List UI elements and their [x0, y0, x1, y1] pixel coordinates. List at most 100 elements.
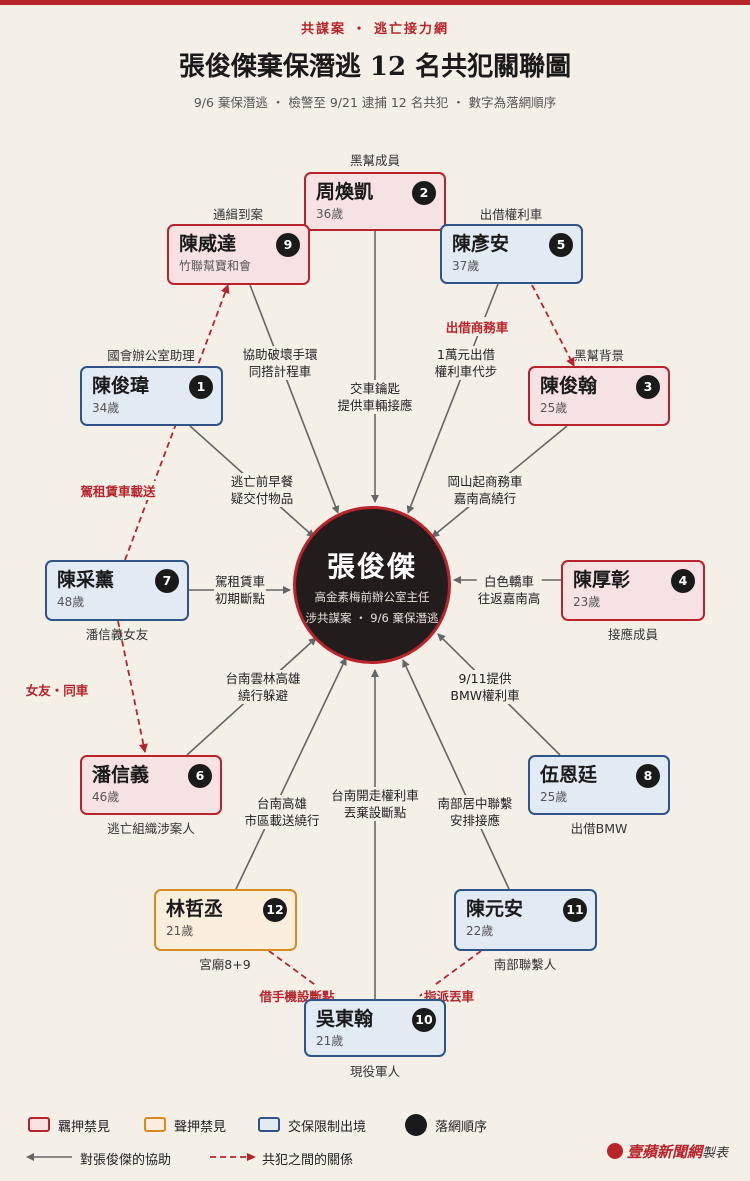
edge-label-1: 逃亡前早餐疑交付物品 [229, 473, 295, 507]
node-sub: 21歲 [316, 1034, 344, 1048]
edge-label-4: 白色轎車往返嘉南高 [476, 573, 542, 607]
node-zhou-huankai[interactable]: 周煥凱 36歲 2 [304, 172, 446, 231]
edge-label-11: 南部居中聯繫安排接應 [436, 795, 514, 829]
order-badge: 7 [155, 569, 179, 593]
order-badge: 12 [263, 898, 287, 922]
node-name: 陳采薰 [57, 569, 115, 591]
edge-label-2: 交車鑰匙提供車輛接應 [336, 380, 414, 414]
node-name: 潘信義 [92, 764, 150, 786]
node-name: 陳威達 [179, 233, 237, 255]
role-label-7: 潘信義女友 [85, 627, 149, 642]
node-name: 陳元安 [466, 898, 524, 920]
top-accent-bar [0, 0, 750, 5]
node-name: 周煥凱 [316, 181, 374, 203]
brand-suffix: 製表 [701, 1146, 728, 1161]
node-chen-junwei[interactable]: 陳俊瑋 34歲 1 [80, 366, 223, 426]
legend-red: 羈押禁見 [58, 1120, 111, 1135]
node-sub: 48歲 [57, 595, 85, 609]
assist-line-9 [249, 284, 340, 514]
page-subtitle: 9/6 棄保潛逃 ・ 檢警至 9/21 逮捕 12 名共犯 ・ 數字為落網順序 [193, 95, 557, 110]
relation-line-12-10 [268, 950, 334, 999]
node-name: 陳俊瑋 [92, 375, 150, 397]
order-badge: 10 [412, 1008, 436, 1032]
brand-name: 壹蘋新聞網 [626, 1143, 702, 1161]
order-badge: 8 [636, 764, 660, 788]
node-sub: 竹聯幫寶和會 [179, 259, 252, 273]
center-desc-2: 涉共謀案 ・ 9/6 棄保潛逃 [305, 611, 439, 625]
legend-relation: 共犯之間的關係 [262, 1153, 354, 1168]
node-name: 吳東翰 [316, 1008, 374, 1030]
order-badge: 11 [563, 898, 587, 922]
node-chen-junhan[interactable]: 陳俊翰 25歲 3 [528, 366, 670, 426]
role-label-9: 通緝到案 [212, 207, 264, 222]
order-badge: 6 [188, 764, 212, 788]
legend-orange: 聲押禁見 [174, 1120, 227, 1135]
node-name: 林哲丞 [166, 898, 224, 920]
node-sub: 25歲 [540, 401, 568, 415]
edge-label-9: 協助破壞手環同搭計程車 [241, 346, 319, 380]
order-badge: 2 [412, 181, 436, 205]
edge-label-12: 台南高雄市區載送繞行 [243, 795, 321, 829]
relation-label-1: 駕租賃車載送 [78, 481, 158, 500]
node-sub: 22歲 [466, 924, 494, 938]
node-lin-zhecheng[interactable]: 林哲丞 21歲 12 [154, 889, 297, 951]
page-title: 張俊傑棄保潛逃 12 名共犯關聯圖 [178, 52, 572, 82]
legend-relation-arrow-icon [210, 1153, 256, 1161]
edge-label-10: 台南開走權利車丟棄設斷點 [330, 787, 420, 821]
node-name: 陳俊翰 [540, 375, 598, 397]
brand-logo: 壹蘋新聞網製表 [606, 1141, 728, 1162]
legend-assist: 對張俊傑的協助 [80, 1153, 172, 1168]
node-sub: 23歲 [573, 595, 601, 609]
node-wu-donghan[interactable]: 吳東翰 21歲 10 [304, 999, 446, 1057]
relation-line-5-3 [531, 284, 575, 367]
legend-swatch-orange [144, 1117, 166, 1132]
legend-swatch-blue [258, 1117, 280, 1132]
role-label-2: 黑幫成員 [349, 153, 401, 168]
legend-blue: 交保限制出境 [288, 1120, 367, 1135]
order-badge: 1 [189, 375, 213, 399]
role-label-10: 現役軍人 [349, 1064, 401, 1079]
role-label-4: 接應成員 [607, 627, 659, 642]
role-label-3: 黑幫背景 [573, 348, 625, 363]
apple-logo-icon [606, 1143, 623, 1159]
relation-label-0: 出借商務車 [443, 317, 511, 336]
role-label-8: 出借BMW [570, 821, 628, 836]
node-chen-caixun[interactable]: 陳采薰 48歲 7 [45, 560, 189, 621]
node-name: 陳彥安 [452, 233, 510, 255]
node-chen-yuanan[interactable]: 陳元安 22歲 11 [454, 889, 597, 951]
node-chen-houzhang[interactable]: 陳厚彰 23歲 4 [561, 560, 705, 621]
role-label-11: 南部聯繫人 [493, 957, 557, 972]
legend-assist-arrow-icon [26, 1153, 72, 1161]
relation-line-11-10 [416, 950, 482, 999]
relation-line-7-9 [124, 284, 230, 561]
node-wu-enting[interactable]: 伍恩廷 25歲 8 [528, 755, 670, 815]
legend-order-dot [405, 1114, 427, 1136]
node-sub: 21歲 [166, 924, 194, 938]
node-chen-yanan[interactable]: 陳彥安 37歲 5 [440, 224, 583, 284]
node-pan-xinyi[interactable]: 潘信義 46歲 6 [80, 755, 222, 815]
role-label-5: 出借權利車 [479, 207, 543, 222]
edge-label-7: 駕租賃車初期斷點 [213, 573, 267, 607]
center-name: 張俊傑 [326, 550, 417, 583]
center-desc-1: 高金素梅前辦公室主任 [314, 590, 430, 604]
edge-label-3: 岡山起商務車嘉南高繞行 [446, 473, 524, 507]
assist-line-12 [235, 657, 347, 890]
order-badge: 9 [276, 233, 300, 257]
node-sub: 37歲 [452, 259, 480, 273]
order-badge: 4 [671, 569, 695, 593]
node-chen-weida[interactable]: 陳威達 竹聯幫寶和會 9 [167, 224, 310, 285]
node-sub: 36歲 [316, 207, 344, 221]
node-name: 伍恩廷 [540, 764, 598, 786]
relation-label-2: 女友・同車 [23, 680, 91, 699]
kicker: 共謀案 ・ 逃亡接力網 [300, 22, 450, 37]
node-sub: 34歲 [92, 401, 120, 415]
role-label-1: 國會辦公室助理 [107, 348, 195, 363]
node-sub: 25歲 [540, 790, 568, 804]
edge-label-5: 1萬元出借權利車代步 [433, 346, 499, 380]
role-label-6: 逃亡組織涉案人 [107, 821, 195, 836]
assist-line-11 [402, 659, 510, 890]
center-node-zhang-junjie[interactable]: 張俊傑 高金素梅前辦公室主任 涉共謀案 ・ 9/6 棄保潛逃 [293, 506, 451, 664]
order-badge: 5 [549, 233, 573, 257]
edge-label-6: 台南雲林高雄繞行躲避 [224, 670, 302, 704]
